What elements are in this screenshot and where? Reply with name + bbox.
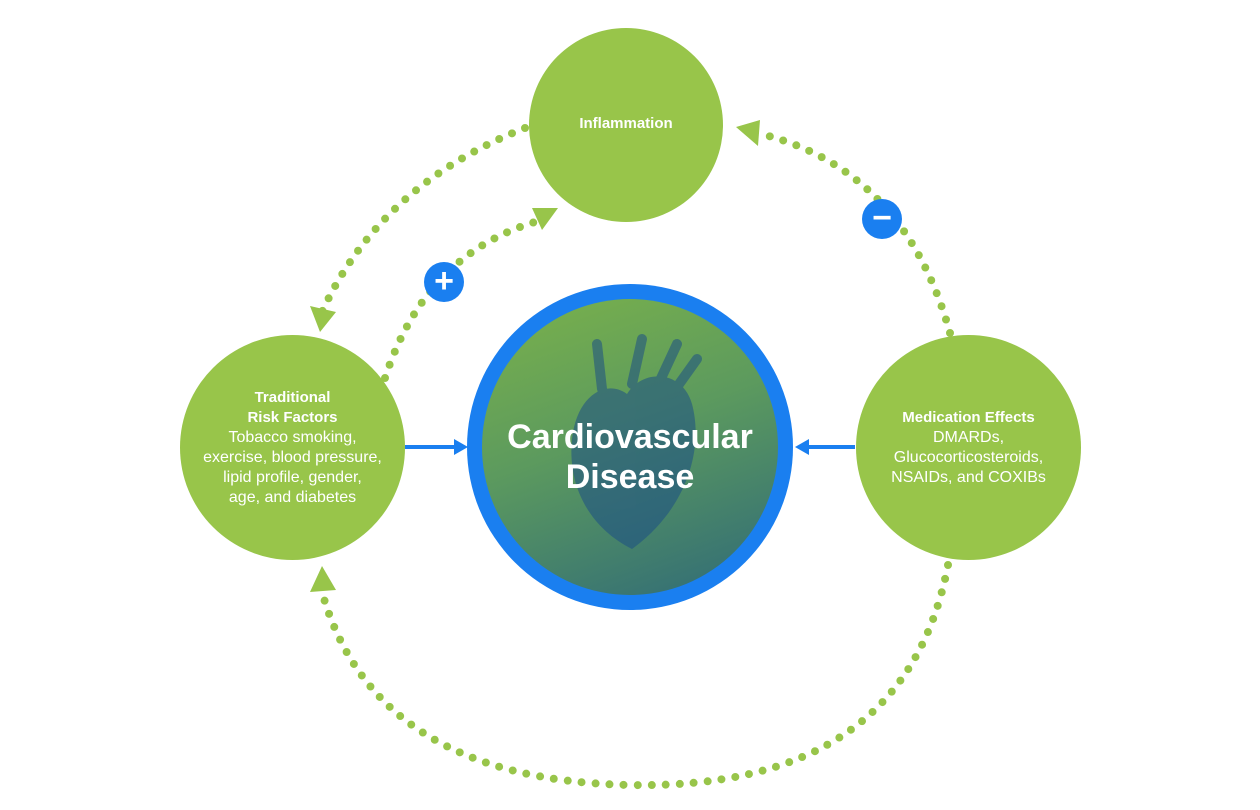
heart-icon — [571, 334, 702, 549]
risk-title-2: Risk Factors — [247, 408, 338, 426]
risk-body-4: age, and diabetes — [228, 488, 357, 506]
arrowhead-left — [736, 120, 760, 146]
arc-risk-to-inflammation — [381, 218, 539, 382]
inflammation-title: Inflammation — [579, 115, 673, 132]
medication-body-3: NSAIDs, and COXIBs — [891, 468, 1046, 486]
cvd-title-1: Cardiovascular — [507, 418, 753, 456]
arrowhead-up-right — [532, 208, 558, 230]
cvd-title-2: Disease — [565, 458, 695, 496]
risk-body-2: exercise, blood pressure, — [203, 448, 382, 466]
node-traditional-risk-factors: Traditional Risk Factors Tobacco smoking… — [180, 335, 405, 560]
arrowhead-down — [310, 306, 336, 332]
risk-title-1: Traditional — [254, 388, 331, 406]
arrowhead-up — [310, 566, 336, 592]
arc-medication-to-risk — [318, 561, 952, 790]
risk-body-1: Tobacco smoking, — [228, 428, 357, 446]
node-cardiovascular-disease: Cardiovascular Disease — [467, 284, 793, 610]
minus-badge-icon: − — [862, 199, 902, 239]
node-inflammation: Inflammation — [529, 28, 723, 222]
arc-medication-to-inflammation — [761, 131, 954, 337]
medication-title: Medication Effects — [902, 408, 1035, 426]
arc-inflammation-to-risk — [318, 124, 529, 316]
medication-body-2: Glucocorticosteroids, — [893, 448, 1044, 466]
node-medication-effects: Medication Effects DMARDs, Glucocorticos… — [856, 335, 1081, 560]
medication-body-1: DMARDs, — [932, 428, 1005, 446]
risk-body-3: lipid profile, gender, — [223, 468, 362, 486]
plus-badge-icon: + — [424, 262, 464, 302]
